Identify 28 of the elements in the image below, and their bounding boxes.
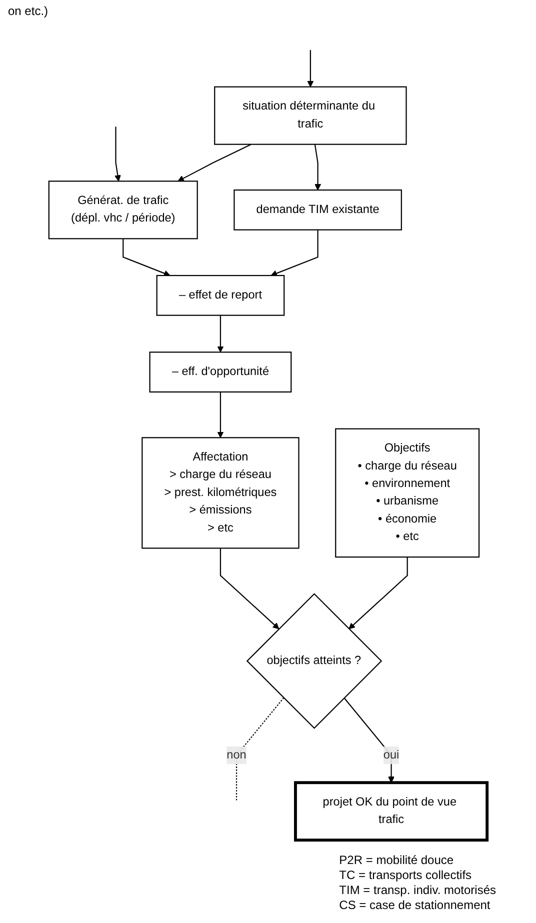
abbreviation-text: CS = case de stationnement xyxy=(339,898,492,912)
arrow xyxy=(217,392,224,438)
node-diamond: objectifs atteints ? xyxy=(246,593,382,729)
node-box: – eff. d'opportunité xyxy=(149,352,292,393)
arrow xyxy=(178,144,252,182)
node-box: Objectifs • charge du réseau • environnement • urbanisme • économie • etc xyxy=(335,428,480,558)
node-box: – effet de report xyxy=(156,274,285,316)
abbreviation-text: TIM = transp. indiv. motorisés xyxy=(339,883,496,897)
arrow xyxy=(114,126,121,182)
node-box: situation déterminante du trafic xyxy=(214,86,407,145)
abbreviation-text: P2R = mobilité douce xyxy=(339,853,455,867)
arrow xyxy=(307,50,314,88)
arrow xyxy=(270,230,318,276)
edge-label: oui xyxy=(383,748,400,762)
arrow xyxy=(348,557,408,630)
arrow xyxy=(344,698,395,783)
arrow xyxy=(122,238,170,276)
arrow xyxy=(220,548,280,630)
arrow xyxy=(314,144,322,190)
node-box: projet OK du point de vue trafic xyxy=(294,781,489,842)
node-box: Affectation > charge du réseau > prest. kilométriques > émissions > etc xyxy=(142,437,300,549)
node-box: demande TIM existante xyxy=(234,189,402,230)
note-text: on etc.) xyxy=(8,4,48,18)
arrow xyxy=(217,315,224,352)
edge-label: non xyxy=(226,748,246,762)
abbreviation-text: TC = transports collectifs xyxy=(339,868,473,882)
connector xyxy=(236,698,284,800)
node-box: Générat. de trafic (dépl. vhc / période) xyxy=(48,180,198,240)
